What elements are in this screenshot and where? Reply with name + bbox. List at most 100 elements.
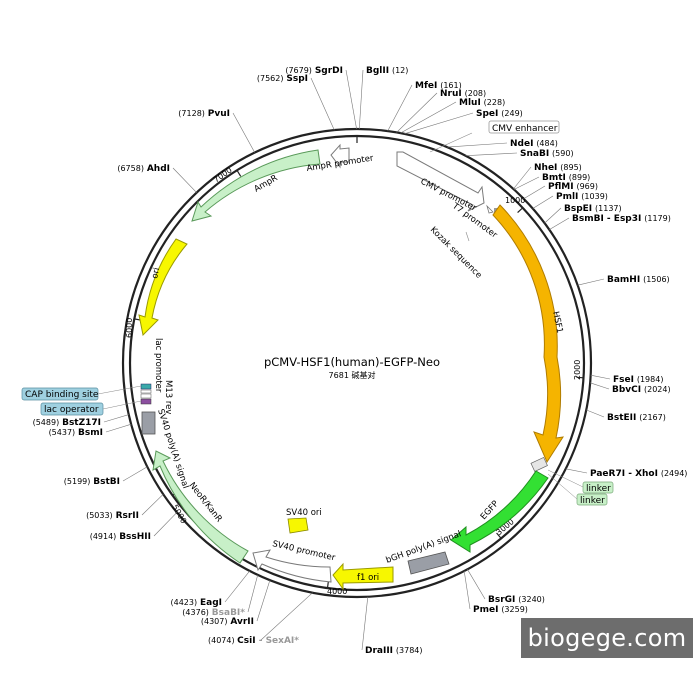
feature-egfp	[450, 470, 549, 553]
feature-sv40-polya	[141, 411, 156, 435]
site-label-bsmi: (5437) BsmI	[49, 428, 103, 438]
sv40-ori-label: SV40 ori	[286, 508, 322, 518]
tick-mark-3000	[496, 532, 502, 539]
ori-label: ori	[150, 267, 162, 280]
feature-lac-promoter	[140, 389, 152, 394]
feature-ampr-promoter	[330, 143, 350, 169]
site-leader-nhei	[513, 166, 532, 190]
site-label-pmei: PmeI (3259)	[473, 605, 528, 615]
feature-lac-operator	[140, 398, 152, 405]
site-label-paer7i-xhoi: PaeR7I - XhoI (2494)	[590, 469, 687, 479]
site-leader-mfei	[387, 84, 413, 132]
site-label-bstz17i: (5489) BstZ17I	[33, 418, 101, 428]
site-label-mlui: MluI (228)	[459, 98, 505, 108]
site-leader-fsei	[590, 374, 611, 380]
site-leader-ahdi	[172, 167, 197, 193]
site-leader-pmli	[532, 195, 554, 209]
site-label-fsei: FseI (1984)	[613, 375, 663, 385]
linker-leader-1	[547, 469, 584, 488]
site-leader-bstbi	[122, 466, 148, 482]
site-label-bsshii: (4914) BssHII	[90, 532, 151, 542]
map-subtitle: 7681 碱基对	[329, 370, 376, 380]
site-label-mfei: MfeI (161)	[415, 81, 462, 91]
site-leader-ndei	[447, 142, 508, 148]
site-label-bamhi: BamHI (1506)	[607, 275, 670, 285]
site-leader-pmei	[463, 570, 471, 610]
sv40-promoter-label: SV40 promoter	[271, 539, 336, 563]
site-label-eagi: (4423) EagI	[171, 598, 223, 608]
tick-7000: 7000	[212, 165, 234, 184]
site-label-ahdi: (6758) AhdI	[117, 164, 170, 174]
lac-operator-label: lac operator	[44, 405, 99, 415]
features	[138, 143, 565, 591]
site-label-avrii: (4307) AvrII	[201, 617, 254, 627]
linker-label-2: linker	[580, 496, 605, 506]
feature-linker	[530, 456, 548, 472]
site-leader-bglii	[359, 69, 364, 130]
feature-m13-rev	[140, 393, 152, 399]
site-label-bsabi-: (4376) BsaBI*	[182, 608, 245, 618]
linker-label-box-2	[576, 493, 608, 506]
watermark: biogege.com	[521, 618, 693, 658]
site-leader-bbvci	[590, 382, 610, 390]
site-label-ndei: NdeI (484)	[510, 139, 558, 149]
feature-cap-binding-site	[140, 383, 152, 390]
site-leader-bspei	[544, 207, 562, 224]
site-leader-sspi	[310, 77, 335, 131]
site-leader-bsmbi-esp3i	[549, 217, 570, 230]
site-label-spei: SpeI (249)	[476, 109, 523, 119]
kozak-leader	[465, 231, 470, 242]
hsf1-label: HSF1	[550, 311, 564, 335]
cmv-enhancer-leader	[429, 132, 473, 153]
site-label-csii: (4074) CsiI - SexAI*	[208, 636, 299, 646]
feature-sv40-ori	[287, 517, 309, 534]
lac-operator-leader	[102, 400, 142, 410]
tick-mark-4000	[326, 581, 329, 589]
site-label-bbvci: BbvCI (2024)	[612, 385, 671, 395]
cap-binding-site-label: CAP binding site	[25, 390, 99, 400]
site-leader-pflmi	[523, 185, 546, 199]
site-leader-pvui	[232, 112, 255, 153]
site-leader-csii	[260, 592, 313, 641]
site-leader-mlui	[400, 101, 457, 134]
site-leader-avrii	[256, 580, 271, 622]
site-label-pvui: (7128) PvuI	[178, 109, 230, 119]
site-leader-sgrdi	[345, 69, 357, 130]
site-label-bsrgi: BsrGI (3240)	[488, 595, 545, 605]
tick-mark-7000	[236, 169, 242, 177]
linker-leader-2	[547, 473, 578, 500]
site-label-bsmbi-esp3i: BsmBI - Esp3I (1179)	[572, 214, 671, 224]
feature-cmv-enhancer	[396, 151, 485, 212]
site-leader-nrui	[396, 92, 438, 133]
site-label-bsteii: BstEII (2167)	[607, 413, 666, 423]
feature-sv40-promoter	[252, 549, 332, 583]
site-leader-bmti	[513, 176, 540, 190]
site-label-pflmi: PflMI (969)	[548, 182, 598, 192]
site-leader-bsmi	[105, 423, 132, 433]
site-label-nhei: NheI (895)	[534, 163, 582, 173]
site-leader-eagi	[224, 570, 250, 603]
feature-f1-ori	[332, 562, 394, 591]
site-leader-paer7i-xhoi	[565, 468, 588, 474]
site-label-bstbi: (5199) BstBI	[64, 477, 120, 487]
site-leader-draiii	[361, 596, 369, 651]
linker-label-box-1	[582, 481, 614, 494]
site-leader-bstz17i	[103, 414, 129, 423]
site-leader-bsrgi	[467, 569, 486, 600]
kozak-sequence-label: Kozak sequence	[428, 225, 484, 281]
site-label-snabi: SnaBI (590)	[520, 149, 574, 159]
feature-t7-promoter	[486, 204, 494, 214]
feature-ampr	[191, 149, 321, 222]
feature-neor-kanr	[152, 450, 249, 564]
site-label-sspi: (7562) SspI	[257, 74, 308, 84]
feature-hsf1	[492, 204, 565, 464]
tick-4000: 4000	[327, 587, 347, 596]
tick-6000: 6000	[125, 318, 134, 338]
cmv-enhancer-label: CMV enhancer	[492, 124, 558, 134]
feature-bgh-polya	[407, 551, 450, 575]
cmv-enhancer-label-box	[488, 120, 560, 134]
site-leader-bsshii	[153, 512, 178, 537]
map-title: pCMV-HSF1(human)-EGFP-Neo	[264, 355, 440, 369]
linker-label-1: linker	[586, 484, 611, 494]
